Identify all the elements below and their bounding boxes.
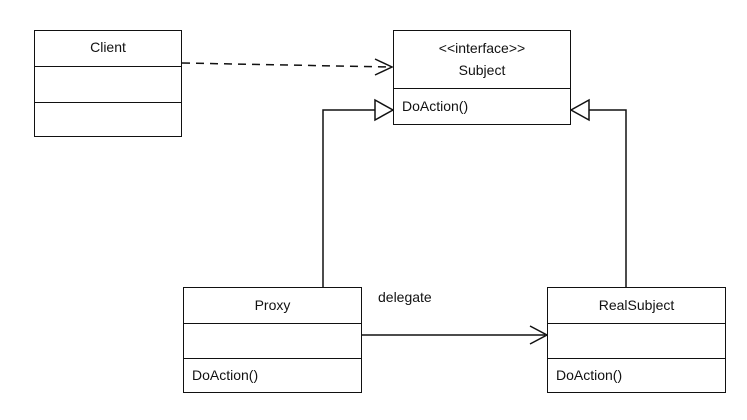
subject-operations-compartment: DoAction() <box>394 88 570 123</box>
proxy-class-box[interactable]: Proxy DoAction() <box>183 287 362 393</box>
client-class-box[interactable]: Client <box>34 30 182 137</box>
proxy-subject-generalization-edge <box>322 98 395 287</box>
subject-name-compartment: <<interface>> Subject <box>394 31 570 88</box>
client-attributes-compartment <box>35 66 181 102</box>
client-class-name: Client <box>90 39 126 55</box>
proxy-operations-compartment: DoAction() <box>184 358 361 391</box>
proxy-realsubject-delegate-edge <box>362 325 549 345</box>
realsubject-operation-doaction: DoAction() <box>556 367 623 383</box>
delegate-edge-label: delegate <box>378 289 432 305</box>
subject-stereotype-label: <<interface>> <box>438 40 526 56</box>
realsubject-class-box[interactable]: RealSubject DoAction() <box>547 287 726 393</box>
subject-operation-doaction: DoAction() <box>402 98 469 114</box>
proxy-operation-doaction: DoAction() <box>192 367 259 383</box>
realsubject-operations-compartment: DoAction() <box>548 358 725 391</box>
client-operations-compartment <box>35 102 181 135</box>
proxy-attributes-compartment <box>184 323 361 358</box>
realsubject-subject-generalization-edge <box>569 98 627 287</box>
subject-interface-box[interactable]: <<interface>> Subject DoAction() <box>393 30 571 125</box>
realsubject-attributes-compartment <box>548 323 725 358</box>
proxy-name-compartment: Proxy <box>184 288 361 323</box>
client-name-compartment: Client <box>35 31 181 66</box>
subject-class-name: Subject <box>458 62 506 78</box>
proxy-class-name: Proxy <box>254 297 291 313</box>
realsubject-name-compartment: RealSubject <box>548 288 725 323</box>
client-subject-dependency-edge <box>181 58 394 76</box>
realsubject-class-name: RealSubject <box>598 297 675 313</box>
